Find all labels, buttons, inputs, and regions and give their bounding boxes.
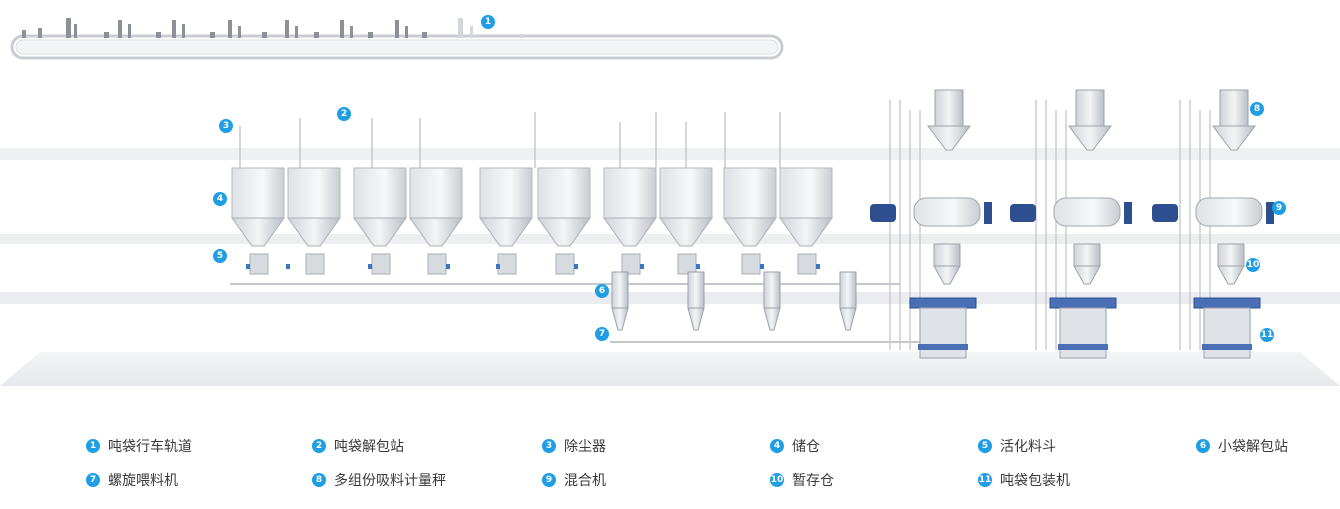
- legend-label: 吨袋行车轨道: [108, 439, 192, 455]
- marker-bag-unloading-station: 2: [337, 107, 351, 121]
- legend-label: 活化料斗: [1000, 439, 1056, 455]
- legend-label: 多组份吸料计量秤: [334, 473, 446, 489]
- legend: 1 吨袋行车轨道 2 吨袋解包站 3 除尘器 4 储仓 5 活化料斗 6 小袋解…: [0, 420, 1340, 500]
- number-badge: 3: [542, 439, 556, 453]
- number-badge: 2: [312, 439, 326, 453]
- legend-label: 吨袋包装机: [1000, 473, 1070, 489]
- legend-item-screw-feeder: 7 螺旋喂料机: [86, 470, 178, 490]
- storage-silos: [230, 112, 900, 285]
- legend-label: 储仓: [792, 439, 820, 455]
- marker-mixer: 9: [1272, 201, 1286, 215]
- marker-screw-feeder: 7: [595, 327, 609, 341]
- legend-item-dust-collector: 3 除尘器: [542, 436, 606, 456]
- mixing-lines: [870, 89, 1274, 359]
- legend-label: 螺旋喂料机: [108, 473, 178, 489]
- legend-label: 混合机: [564, 473, 606, 489]
- plant-diagram: 1 2 3 4 5 6 7 8 9 10 11: [0, 15, 1340, 386]
- marker-bag-packer: 11: [1260, 328, 1274, 342]
- number-badge: 10: [770, 473, 784, 487]
- number-badge: 7: [86, 473, 100, 487]
- legend-label: 除尘器: [564, 439, 606, 455]
- marker-small-bag-station: 6: [595, 284, 609, 298]
- legend-item-bag-packer: 11 吨袋包装机: [978, 470, 1070, 490]
- number-badge: 5: [978, 439, 992, 453]
- legend-item-storage-silo: 4 储仓: [770, 436, 820, 456]
- number-badge: 6: [1196, 439, 1210, 453]
- legend-item-buffer-bin: 10 暂存仓: [770, 470, 834, 490]
- marker-storage-silo: 4: [213, 192, 227, 206]
- legend-item-small-bag-station: 6 小袋解包站: [1196, 436, 1288, 456]
- legend-item-mixer: 9 混合机: [542, 470, 606, 490]
- number-badge: 11: [978, 473, 992, 487]
- marker-crane-rail: 1: [481, 15, 495, 29]
- marker-activation-hopper: 5: [213, 249, 227, 263]
- marker-dust-collector: 3: [219, 119, 233, 133]
- legend-item-bag-unloading-station: 2 吨袋解包站: [312, 436, 404, 456]
- number-badge: 4: [770, 439, 784, 453]
- legend-label: 暂存仓: [792, 473, 834, 489]
- legend-item-activation-hopper: 5 活化料斗: [978, 436, 1056, 456]
- legend-item-crane-rail: 1 吨袋行车轨道: [86, 436, 192, 456]
- legend-item-weighing-scale: 8 多组份吸料计量秤: [312, 470, 446, 490]
- number-badge: 1: [86, 439, 100, 453]
- marker-buffer-bin: 10: [1246, 258, 1260, 272]
- number-badge: 9: [542, 473, 556, 487]
- marker-weighing-scale: 8: [1250, 102, 1264, 116]
- number-badge: 8: [312, 473, 326, 487]
- floor-slabs: [0, 148, 1340, 386]
- crane-rail: [10, 18, 784, 60]
- legend-label: 小袋解包站: [1218, 439, 1288, 455]
- plant-illustration: [0, 18, 1340, 386]
- legend-label: 吨袋解包站: [334, 439, 404, 455]
- small-bag-stations: [611, 271, 857, 331]
